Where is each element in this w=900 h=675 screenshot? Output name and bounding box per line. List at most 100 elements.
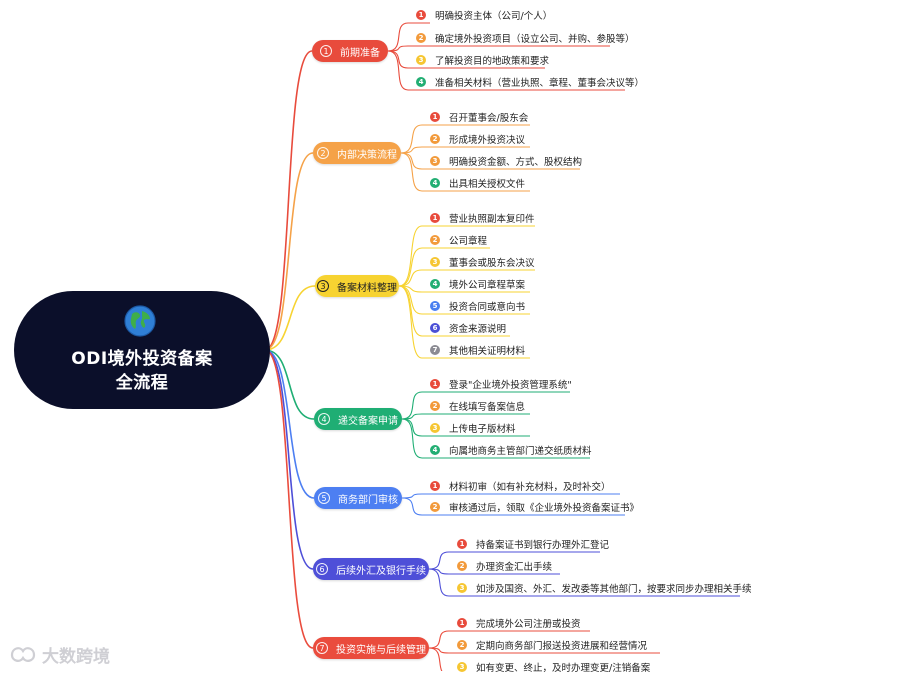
- branch-leaf-connector: [398, 269, 423, 287]
- branch-label: 备案材料整理: [337, 282, 397, 294]
- leaf-number-badge: 2: [430, 401, 440, 411]
- leaf-text: 明确投资主体（公司/个人）: [435, 11, 553, 22]
- root-branch-connector: [264, 152, 314, 351]
- branch-label: 后续外汇及银行手续: [336, 565, 426, 577]
- leaf-number-badge: 3: [430, 423, 440, 433]
- branch-node[interactable]: 4 递交备案申请: [314, 408, 402, 430]
- branch-leaf-connector: [387, 22, 409, 52]
- root-node[interactable]: ODI境外投资备案 全流程: [14, 291, 270, 409]
- branch-node[interactable]: 5 商务部门审核: [314, 487, 402, 509]
- root-title-line2: 全流程: [115, 373, 169, 393]
- leaf-number-badge: 2: [430, 134, 440, 144]
- watermark-text: 大数跨境: [42, 646, 110, 667]
- branch-label: 商务部门审核: [338, 494, 398, 506]
- branch-number: 2: [317, 147, 329, 159]
- leaf-number-badge: 4: [430, 178, 440, 188]
- branch-leaf-connector: [428, 551, 450, 570]
- leaf-number-badge: 1: [430, 213, 440, 223]
- branch-leaf-connector: [401, 493, 423, 499]
- branch-leaf-connector: [401, 497, 423, 516]
- leaf-item[interactable]: 2 形成境外投资决议: [430, 131, 525, 147]
- leaf-number-badge: 1: [457, 618, 467, 628]
- leaf-text: 董事会或股东会决议: [449, 258, 535, 269]
- leaf-text: 形成境外投资决议: [449, 135, 526, 146]
- branch-leaf-connector: [401, 418, 423, 459]
- branch-leaf-connector: [428, 568, 450, 597]
- leaf-text: 定期向商务部门报送投资进展和经营情况: [476, 641, 648, 652]
- leaf-text: 如有变更、终止，及时办理变更/注销备案: [476, 663, 651, 674]
- root-branch-connector: [264, 285, 316, 351]
- branch-label: 内部决策流程: [337, 149, 397, 161]
- leaf-text: 营业执照副本复印件: [449, 214, 535, 225]
- root-branch-connector: [264, 349, 315, 420]
- leaf-number-badge: 5: [430, 301, 440, 311]
- branch-leaf-connector: [428, 647, 443, 671]
- watermark-logo-icon: [10, 647, 36, 662]
- branch-node[interactable]: 2 内部决策流程: [313, 142, 401, 164]
- leaf-number-badge: 4: [416, 77, 426, 87]
- leaf-text: 出具相关授权文件: [449, 179, 526, 190]
- leaf-text: 完成境外公司注册或投资: [476, 619, 581, 630]
- branch-leaf-connector: [398, 285, 423, 359]
- leaf-text: 如涉及国资、外汇、发改委等其他部门，按要求同步办理相关手续: [476, 584, 752, 595]
- watermark: 大数跨境: [8, 641, 110, 667]
- leaf-number-badge: 7: [430, 345, 440, 355]
- branch-label: 递交备案申请: [338, 415, 398, 427]
- branch-label: 投资实施与后续管理: [336, 644, 426, 656]
- leaf-item[interactable]: 3 明确投资金额、方式、股权结构: [430, 153, 582, 169]
- leaf-text: 材料初审（如有补充材料，及时补交）: [449, 482, 611, 493]
- leaf-item[interactable]: 4 出具相关授权文件: [430, 175, 525, 191]
- leaf-number-badge: 3: [430, 257, 440, 267]
- leaf-item[interactable]: 1 营业执照副本复印件: [430, 210, 535, 226]
- leaf-number-badge: 2: [430, 235, 440, 245]
- leaf-text: 确定境外投资项目（设立公司、并购、参股等）: [435, 34, 635, 45]
- branch-number: 4: [318, 413, 330, 425]
- leaf-number-badge: 2: [416, 33, 426, 43]
- branch-leaf-connector: [400, 152, 423, 192]
- leaf-item[interactable]: 1 登录"企业境外投资管理系统": [430, 376, 572, 392]
- globe-icon: [124, 305, 156, 337]
- leaf-item[interactable]: 1 完成境外公司注册或投资: [457, 615, 581, 631]
- leaf-text: 向属地商务主管部门递交纸质材料: [449, 446, 592, 457]
- leaf-number-badge: 1: [457, 539, 467, 549]
- leaf-text: 明确投资金额、方式、股权结构: [449, 157, 583, 168]
- root-title-line1: ODI境外投资备案: [71, 349, 213, 369]
- leaf-number-badge: 3: [430, 156, 440, 166]
- branch-number: 1: [320, 45, 332, 57]
- leaf-item[interactable]: 2 确定境外投资项目（设立公司、并购、参股等）: [416, 30, 635, 46]
- leaf-number-badge: 2: [457, 561, 467, 571]
- leaf-number-badge: 1: [430, 379, 440, 389]
- branch-leaf-connector: [400, 124, 423, 154]
- leaf-text: 登录"企业境外投资管理系统": [449, 380, 572, 391]
- leaf-number-badge: 4: [430, 279, 440, 289]
- leaf-text: 资金来源说明: [449, 324, 507, 335]
- branch-leaf-connector: [428, 630, 450, 649]
- leaf-text: 审核通过后，领取《企业境外投资备案证书》: [449, 503, 640, 514]
- branch-number: 5: [318, 492, 330, 504]
- leaf-item[interactable]: 3 董事会或股东会决议: [430, 254, 535, 270]
